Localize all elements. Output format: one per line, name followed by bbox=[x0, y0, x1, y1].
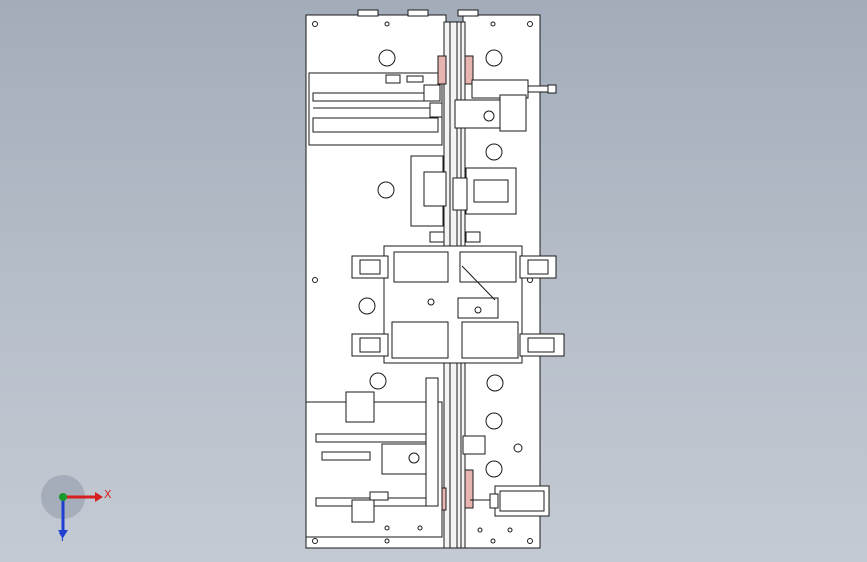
frame-module-middle bbox=[383, 245, 523, 364]
x-axis-arrow bbox=[95, 492, 103, 502]
stop-block bbox=[437, 55, 447, 85]
assembly-drawing bbox=[305, 9, 565, 549]
mounting-holes bbox=[312, 21, 533, 544]
z-axis-dot bbox=[59, 493, 67, 501]
coordinate-triad: X Y bbox=[41, 475, 112, 544]
top-tab bbox=[407, 9, 429, 17]
gripper-block-upper bbox=[410, 155, 517, 243]
y-axis-arrow bbox=[58, 530, 68, 538]
top-tab bbox=[357, 9, 379, 17]
stop-block bbox=[464, 469, 474, 509]
x-axis-label: X bbox=[104, 488, 112, 501]
bottom-holes bbox=[384, 525, 513, 533]
slide-module-lower-left bbox=[305, 377, 443, 538]
top-tab bbox=[457, 9, 479, 17]
motor-module-lower-right bbox=[462, 435, 550, 517]
y-axis-label: Y bbox=[58, 531, 66, 544]
clearance-holes bbox=[358, 49, 523, 478]
slide-module-upper-left bbox=[308, 72, 443, 146]
side-cylinders bbox=[351, 255, 565, 357]
stop-block bbox=[464, 55, 474, 85]
cylinder-module-upper-right bbox=[454, 79, 557, 132]
